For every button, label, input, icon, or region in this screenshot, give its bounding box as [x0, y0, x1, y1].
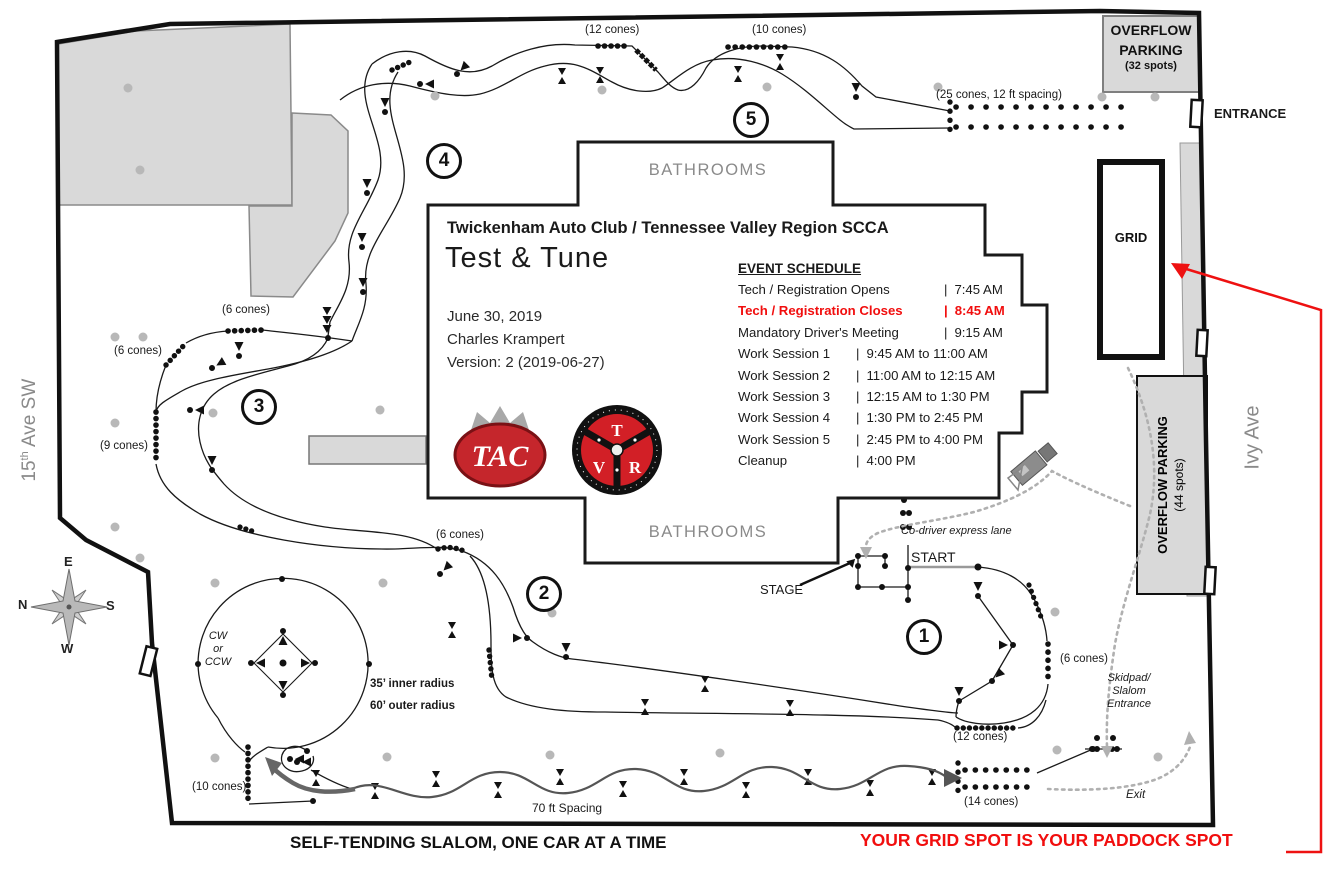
schedule-row: Tech / Registration Opens|7:45 AM — [738, 282, 1003, 297]
cone-count-label: (10 cones) — [752, 24, 807, 36]
schedule-row-highlight: Tech / Registration Closes|8:45 AM — [738, 303, 1005, 319]
grid-box — [1097, 159, 1165, 360]
tvr-logo: T V R — [572, 405, 662, 495]
compass-top-letter: E — [64, 554, 73, 569]
schedule-row: Work Session 1|9:45 AM to 11:00 AM — [738, 346, 988, 362]
overflow-parking-top-box — [1102, 15, 1200, 93]
schedule-row: Work Session 2|11:00 AM to 12:15 AM — [738, 367, 996, 383]
gate-markers — [138, 98, 1217, 678]
schedule-row: Work Session 4|1:30 PM to 2:45 PM — [738, 410, 983, 426]
compass-bottom-letter: W — [61, 641, 74, 656]
tvr-logo-r: R — [629, 458, 642, 477]
cone-count-label: (6 cones) — [1060, 653, 1108, 665]
cone-count-label: (14 cones) — [964, 796, 1019, 808]
grid-note: YOUR GRID SPOT IS YOUR PADDOCK SPOT — [860, 830, 1233, 850]
cone-count-label: (12 cones) — [953, 731, 1008, 743]
schedule-row: Cleanup|4:00 PM — [738, 453, 916, 469]
event-schedule: EVENT SCHEDULE Tech / Registration Opens… — [738, 261, 1028, 472]
tac-logo: TAC — [453, 406, 547, 488]
tac-logo-text: TAC — [472, 440, 530, 473]
schedule-heading: EVENT SCHEDULE — [738, 261, 862, 276]
cone-rows — [153, 43, 1137, 807]
club-title: Twickenham Auto Club / Tennessee Valley … — [447, 219, 889, 237]
exit-label: Exit — [1126, 789, 1146, 801]
stage-label: STAGE — [760, 582, 804, 597]
event-name: Test & Tune — [445, 242, 610, 274]
bathrooms-top-label: BATHROOMS — [648, 161, 768, 179]
slalom-arrowhead — [944, 769, 962, 787]
cone-count-label: (6 cones) — [222, 304, 270, 316]
site-boundary — [54, 8, 1216, 828]
schedule-row: Mandatory Driver's Meeting|9:15 AM — [738, 324, 1003, 340]
schedule-row: Work Session 5|2:45 PM to 4:00 PM — [738, 431, 983, 447]
tvr-logo-v: V — [593, 458, 606, 477]
tvr-logo-t: T — [611, 421, 623, 440]
cone-count-label: (6 cones) — [436, 529, 484, 541]
overflow-parking-right-label: OVERFLOW PARKING (44 spots) — [1155, 416, 1186, 554]
event-date: June 30, 2019 — [447, 308, 543, 325]
bathrooms-bottom-label: BATHROOMS — [648, 523, 768, 541]
truck-ramp-icon — [1006, 466, 1024, 492]
cone-count-label: (12 cones) — [585, 24, 640, 36]
skidpad-arrowhead — [265, 757, 282, 776]
event-organizer: Charles Krampert — [447, 331, 565, 348]
entrance-label: ENTRANCE — [1214, 106, 1287, 121]
codriver-lane-label: Co-driver express lane — [901, 525, 1012, 537]
overflow-parking-top-label: OVERFLOW PARKING (32 spots) — [1110, 22, 1192, 72]
grid-label: GRID — [1114, 230, 1148, 245]
section-marker-4: 4 — [426, 143, 462, 179]
dotted-paths — [864, 366, 1193, 791]
slalom — [265, 757, 962, 799]
compass-left-letter: N — [18, 597, 28, 612]
15th-ave-label: 15th Ave SW — [18, 378, 41, 482]
cone-count-label: (10 cones) — [192, 781, 247, 793]
grid-pointer-arrow — [1171, 263, 1323, 854]
start-label: START — [911, 549, 956, 565]
skidpad-inner-radius-label: 35’ inner radius — [370, 678, 455, 690]
event-version: Version: 2 (2019-06-27) — [447, 354, 605, 371]
cone-dots — [195, 335, 1120, 804]
slalom-note: SELF-TENDING SLALOM, ONE CAR AT A TIME — [290, 833, 667, 852]
section-marker-1: 1 — [906, 619, 942, 655]
dotted-path-arrowheads — [860, 547, 1196, 758]
section-marker-2: 2 — [526, 576, 562, 612]
section-marker-3: 3 — [241, 389, 277, 425]
cone-count-label: (25 cones, 12 ft spacing) — [936, 89, 1062, 101]
compass-right-letter: S — [106, 598, 115, 613]
course-lines — [155, 43, 1122, 805]
compass-rose-icon — [30, 568, 108, 646]
skidpad-outer-radius-label: 60’ outer radius — [370, 700, 456, 712]
cone-count-label: (6 cones) — [114, 345, 162, 357]
slalom-spacing-label: 70 ft Spacing — [532, 801, 603, 815]
ivy-ave-label: Ivy Ave — [1241, 405, 1264, 470]
cone-count-label: (9 cones) — [100, 440, 148, 452]
light-pole-dots — [110, 82, 1163, 763]
overflow-parking-right-box — [1136, 375, 1208, 595]
schedule-row: Work Session 3|12:15 AM to 1:30 PM — [738, 389, 990, 405]
section-marker-5: 5 — [733, 102, 769, 138]
